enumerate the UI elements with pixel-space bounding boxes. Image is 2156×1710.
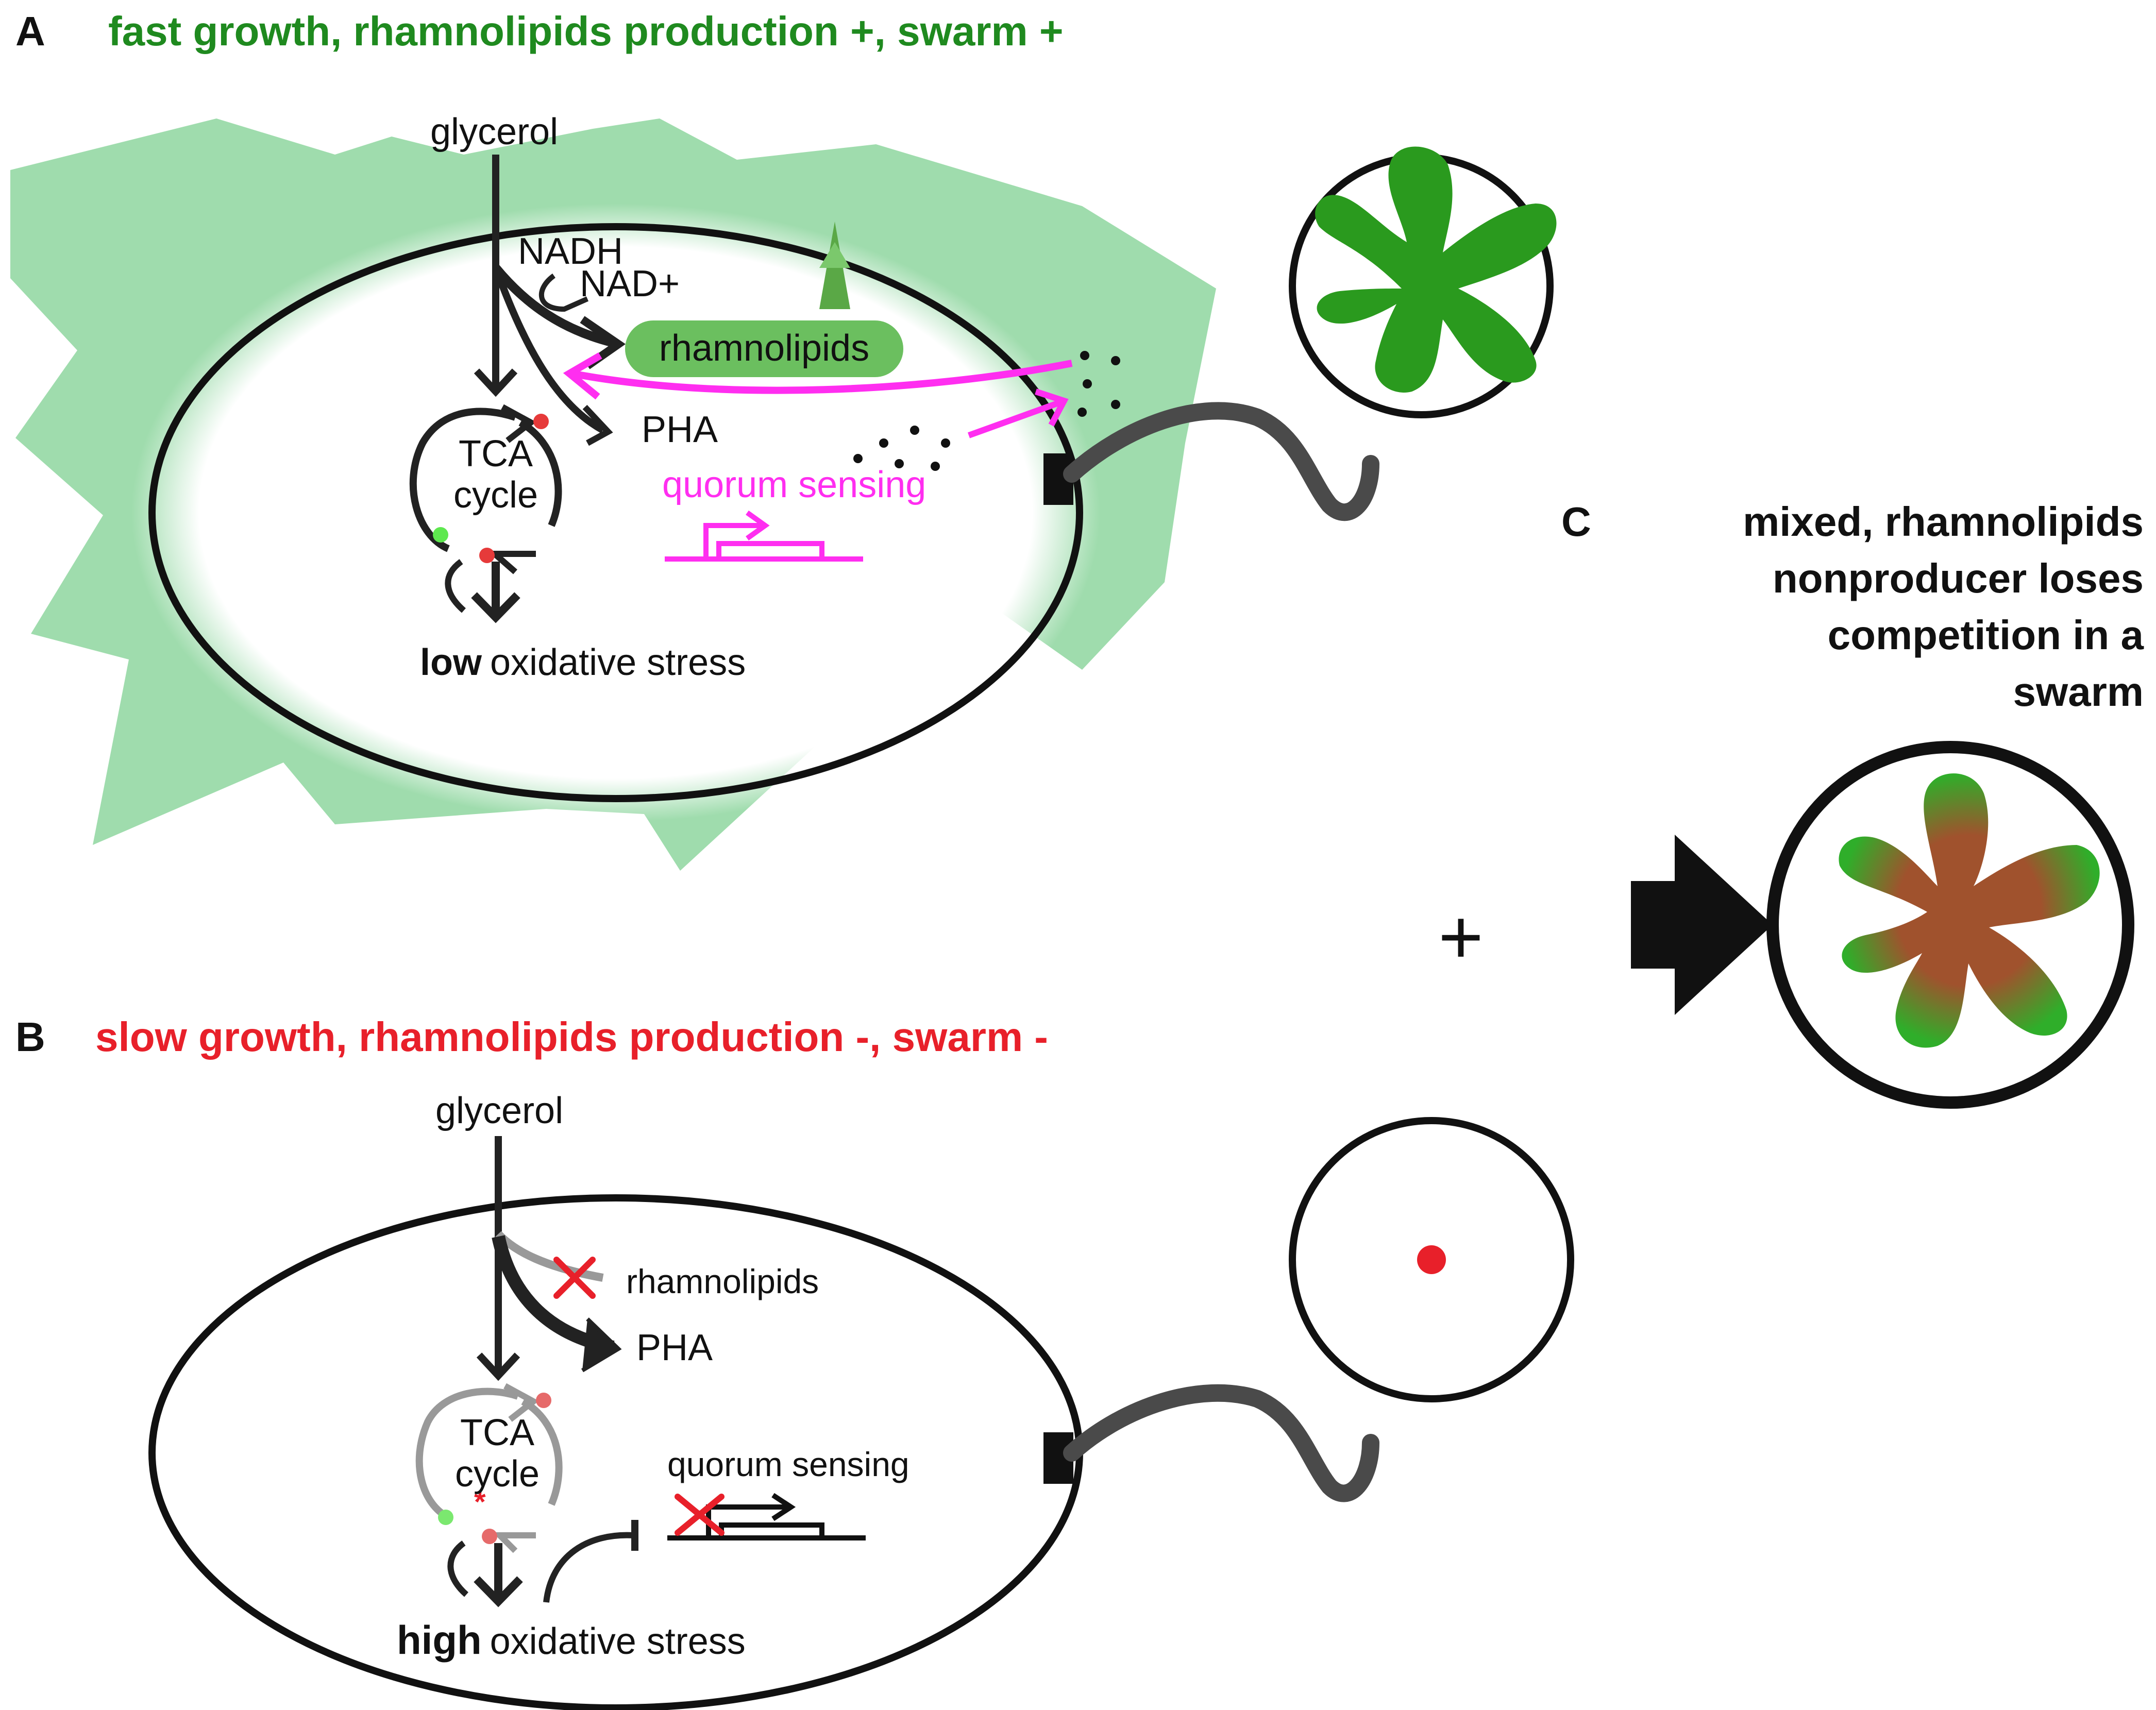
autoinducer-export-arrow [967,399,1063,438]
rhamnolipid-flux-arrow [492,265,615,347]
enzyme-node [479,548,495,563]
tca-label-a: TCA [459,433,533,475]
cycle-label-b: cycle [455,1453,540,1495]
plus-sign: + [1438,893,1484,980]
arrow-head [474,368,518,397]
panel-b: B slow growth, rhamnolipids production -… [15,1014,1574,1710]
tca-cycle-arc-b [521,1398,563,1506]
enzyme-node [438,1510,453,1525]
enzyme-node [533,414,549,429]
promoter-arrow-icon [665,510,863,562]
panel-c-title-line4: swarm [2013,669,2144,715]
export-arrow-icon [819,242,850,268]
panel-c-title-line3: competition in a [1828,612,2144,658]
glycerol-label-a: glycerol [430,111,558,153]
panel-c: C mixed, rhamnolipids nonproducer loses … [1438,499,2144,1109]
tca-cycle-arc [409,408,517,552]
pha-flux-arrow [492,266,605,434]
damage-star-icon: * [474,1485,486,1519]
arrow-head [563,352,602,400]
inhibition-icon [543,1532,634,1603]
nadh-label-a: NADH [518,231,623,272]
rhamnolipids-label-b: rhamnolipids [626,1262,819,1300]
flagellum-icon [1063,402,1379,521]
stress-feedback-arc [445,559,466,613]
panel-c-letter: C [1561,499,1591,545]
cell-membrane-a [148,223,1083,802]
tca-cycle-arc-b [415,1387,519,1521]
rhamnolipids-pill [625,320,903,377]
pha-label-a: PHA [642,409,718,450]
panel-b-letter: B [15,1014,45,1060]
qs-activation-arrow [571,360,1073,394]
panel-c-title-line2: nonproducer loses [1773,555,2144,601]
pha-label-b: PHA [636,1327,713,1368]
result-arrow-icon [1631,835,1773,1015]
cycle-label-a: cycle [453,475,538,516]
rhamnolipids-label-a: rhamnolipids [659,328,869,369]
panel-a: A fast growth, rhamnolipids production +… [10,8,1557,871]
panel-a-letter: A [15,8,45,54]
nad-plus-label: NAD+ [580,263,680,304]
arrow-head [1035,388,1069,427]
tca-cycle-arc [518,419,562,527]
arrow-head [486,551,536,574]
flagellum-icon-b [1063,1384,1379,1502]
panel-b-title: slow growth, rhamnolipids production -, … [95,1014,1048,1060]
tca-label-b: TCA [460,1412,534,1453]
stress-label-a: oxidative stress [490,642,746,683]
arrow-head [474,1576,523,1607]
quorum-sensing-label-a: quorum sensing [662,464,926,505]
stress-label-b: oxidative stress [490,1621,746,1662]
arrow-head [582,404,613,446]
enzyme-node [482,1529,497,1544]
enzyme-node [433,527,448,543]
arrow-head [503,1383,539,1422]
enzyme-node [536,1393,551,1408]
stress-level-a: low [420,642,482,683]
block-x-icon [553,1257,596,1299]
inoculum-spot [1417,1245,1446,1274]
block-x-icon-b [675,1494,725,1536]
swarm-pattern-a [1315,146,1557,393]
panel-a-title: fast growth, rhamnolipids production +, … [108,8,1064,54]
arrow-head [501,404,536,443]
panel-c-title-line1: mixed, rhamnolipids [1743,499,2144,545]
quorum-sensing-label-b: quorum sensing [667,1445,909,1483]
glycerol-label-b: glycerol [435,1090,563,1131]
stress-feedback-arc-b [447,1540,469,1597]
autoinducer-dots [853,351,1120,471]
swarm-pattern-mixed [1839,773,2100,1048]
arrow-head [492,1532,536,1553]
nadh-conversion-arrow [538,273,589,312]
arrow-head [476,1352,520,1381]
arrow-head [471,592,520,623]
stress-level-b: high [397,1617,482,1663]
arrow-head [581,1317,622,1373]
